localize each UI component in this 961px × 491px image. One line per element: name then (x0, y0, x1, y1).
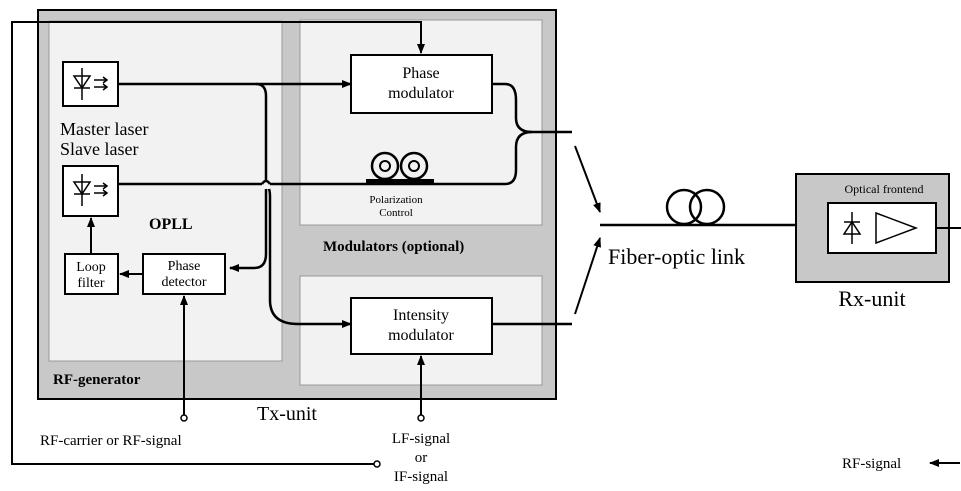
fiber-coil-icon (665, 188, 726, 226)
polarization-fiber-coil-icon (366, 151, 434, 184)
lf-signal-terminal (417, 414, 425, 422)
optical-frontend-box (827, 202, 937, 254)
photodiode-icon (842, 212, 862, 244)
slave-laser-icon (62, 165, 119, 217)
phase-modulator-box (350, 54, 493, 114)
slave-laser-label: Slave laser (60, 139, 138, 159)
rf-carrier-label: RF-carrier or RF-signal (40, 433, 182, 449)
master-laser-icon (62, 61, 119, 107)
modulators-label: Modulators (optional) (323, 239, 464, 255)
phase-detector-line1: Phase (168, 259, 201, 274)
phase-modulator-line2: modulator (388, 85, 454, 102)
rx-unit-label: Rx-unit (838, 286, 905, 311)
master-laser-label: Master laser (60, 119, 148, 139)
loop-filter-box (64, 253, 119, 295)
lf-signal-line2: or (415, 450, 428, 466)
tx-unit-label: Tx-unit (257, 403, 317, 425)
polarization-control-line2: Control (379, 207, 413, 219)
loop-filter-line2: filter (77, 276, 105, 291)
fiber-link-label: Fiber-optic link (608, 244, 745, 269)
intensity-modulator-line1: Intensity (393, 307, 449, 324)
lf-signal-line3: IF-signal (394, 469, 448, 485)
intensity-modulator-box (350, 297, 493, 355)
phase-modulator-line1: Phase (402, 65, 439, 82)
rf-feedback-terminal (373, 460, 381, 468)
rf-signal-out-label: RF-signal (842, 456, 901, 472)
optical-frontend-label: Optical frontend (845, 182, 924, 196)
intensity-modulator-line2: modulator (388, 327, 454, 344)
slave-laser-hop (260, 179, 272, 189)
phase-detector-line2: detector (161, 275, 206, 290)
loop-filter-line1: Loop (76, 260, 106, 275)
amplifier-icon (875, 211, 919, 245)
rf-generator-label: RF-generator (53, 372, 141, 388)
lf-signal-line1: LF-signal (392, 431, 450, 447)
electrical-paths (11, 21, 425, 465)
combiner-arrows (574, 145, 601, 315)
rf-carrier-terminal (180, 414, 188, 422)
opll-label: OPLL (149, 216, 193, 233)
polarization-control-line1: Polarization (369, 194, 423, 206)
